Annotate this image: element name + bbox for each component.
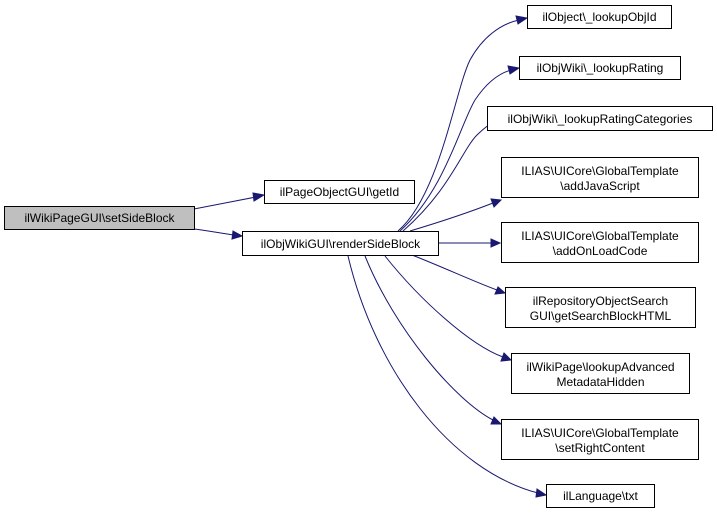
node-addonloadcode-label: ILIAS\UICore\GlobalTemplate <box>521 229 679 243</box>
edge-render-to-lookupadvanced-arrowhead <box>500 352 513 362</box>
node-lookupobjid[interactable]: ilObject\_lookupObjId <box>527 5 672 29</box>
node-lookuprating[interactable]: ilObjWiki\_lookupRating <box>519 56 681 80</box>
node-languagetxt-label: ilLanguage\txt <box>563 489 638 503</box>
edge-render-to-lookuprating <box>399 69 512 232</box>
edge-setsideblock-to-getid <box>193 196 257 210</box>
edge-setsideblock-to-rendersideblock-arrowhead <box>231 230 244 240</box>
node-addonloadcode-label-line2: \addOnLoadCode <box>553 244 648 258</box>
edge-render-to-getsearchblockhtml-arrowhead <box>494 286 507 295</box>
node-getid[interactable]: ilPageObjectGUI\getId <box>264 180 415 204</box>
node-setsideblock[interactable]: ilWikiPageGUI\setSideBlock <box>4 206 195 230</box>
edges <box>193 15 548 498</box>
edge-render-to-getsearchblockhtml <box>411 254 498 291</box>
edge-render-to-lookupobjid-arrowhead <box>515 15 529 25</box>
node-lookuprating-label: ilObjWiki\_lookupRating <box>537 61 664 75</box>
node-lookupratingcategories-label: ilObjWiki\_lookupRatingCategories <box>508 112 693 126</box>
node-getsearchblockhtml-label-line2: GUI\getSearchBlockHTML <box>530 309 672 323</box>
node-getsearchblockhtml[interactable]: ilRepositoryObjectSearch GUI\getSearchBl… <box>505 287 696 328</box>
edge-render-to-lookupadvanced <box>384 255 504 358</box>
edge-render-to-addjavascript <box>409 202 494 232</box>
node-getsearchblockhtml-label: ilRepositoryObjectSearch <box>533 294 668 308</box>
node-addjavascript-label: ILIAS\UICore\GlobalTemplate <box>521 164 679 178</box>
edge-setsideblock-to-getid-arrowhead <box>252 192 266 202</box>
node-rendersideblock[interactable]: ilObjWikiGUI\renderSideBlock <box>242 231 439 256</box>
edge-render-to-lookupobjid <box>397 19 520 232</box>
node-getid-label: ilPageObjectGUI\getId <box>280 185 399 199</box>
node-lookupratingcategories[interactable]: ilObjWiki\_lookupRatingCategories <box>487 106 713 131</box>
edge-render-to-lookupratingcategories <box>402 121 494 232</box>
node-setrightcontent-label-line2: \setRightContent <box>555 441 645 455</box>
node-setrightcontent-label: ILIAS\UICore\GlobalTemplate <box>521 426 679 440</box>
edge-render-to-setrightcontent-arrowhead <box>490 416 503 425</box>
node-setsideblock-label: ilWikiPageGUI\setSideBlock <box>24 211 175 225</box>
edge-setsideblock-to-rendersideblock <box>193 228 235 236</box>
node-addjavascript[interactable]: ILIAS\UICore\GlobalTemplate \addJavaScri… <box>501 157 699 198</box>
node-addonloadcode[interactable]: ILIAS\UICore\GlobalTemplate \addOnLoadCo… <box>501 222 699 263</box>
edge-render-to-languagetxt-arrowhead <box>535 488 548 498</box>
node-lookupadvanced-label-line2: MetadataHidden <box>556 375 644 389</box>
node-rendersideblock-label: ilObjWikiGUI\renderSideBlock <box>261 237 421 251</box>
node-lookupadvanced-label: ilWikiPage\lookupAdvanced <box>526 360 674 374</box>
node-setrightcontent[interactable]: ILIAS\UICore\GlobalTemplate \setRightCon… <box>501 419 699 460</box>
nodes: ilWikiPageGUI\setSideBlock ilPageObjectG… <box>4 5 713 508</box>
node-languagetxt[interactable]: ilLanguage\txt <box>546 484 655 508</box>
edge-render-to-setrightcontent <box>364 255 494 421</box>
node-lookupadvanced[interactable]: ilWikiPage\lookupAdvanced MetadataHidden <box>511 353 690 394</box>
edge-render-to-addjavascript-arrowhead <box>490 198 503 208</box>
node-addjavascript-label-line2: \addJavaScript <box>560 179 640 193</box>
node-lookupobjid-label: ilObject\_lookupObjId <box>542 10 656 24</box>
edge-render-to-addonloadcode-arrowhead <box>490 238 502 248</box>
edge-render-to-languagetxt <box>347 255 539 494</box>
edge-render-to-lookuprating-arrowhead <box>507 65 521 75</box>
